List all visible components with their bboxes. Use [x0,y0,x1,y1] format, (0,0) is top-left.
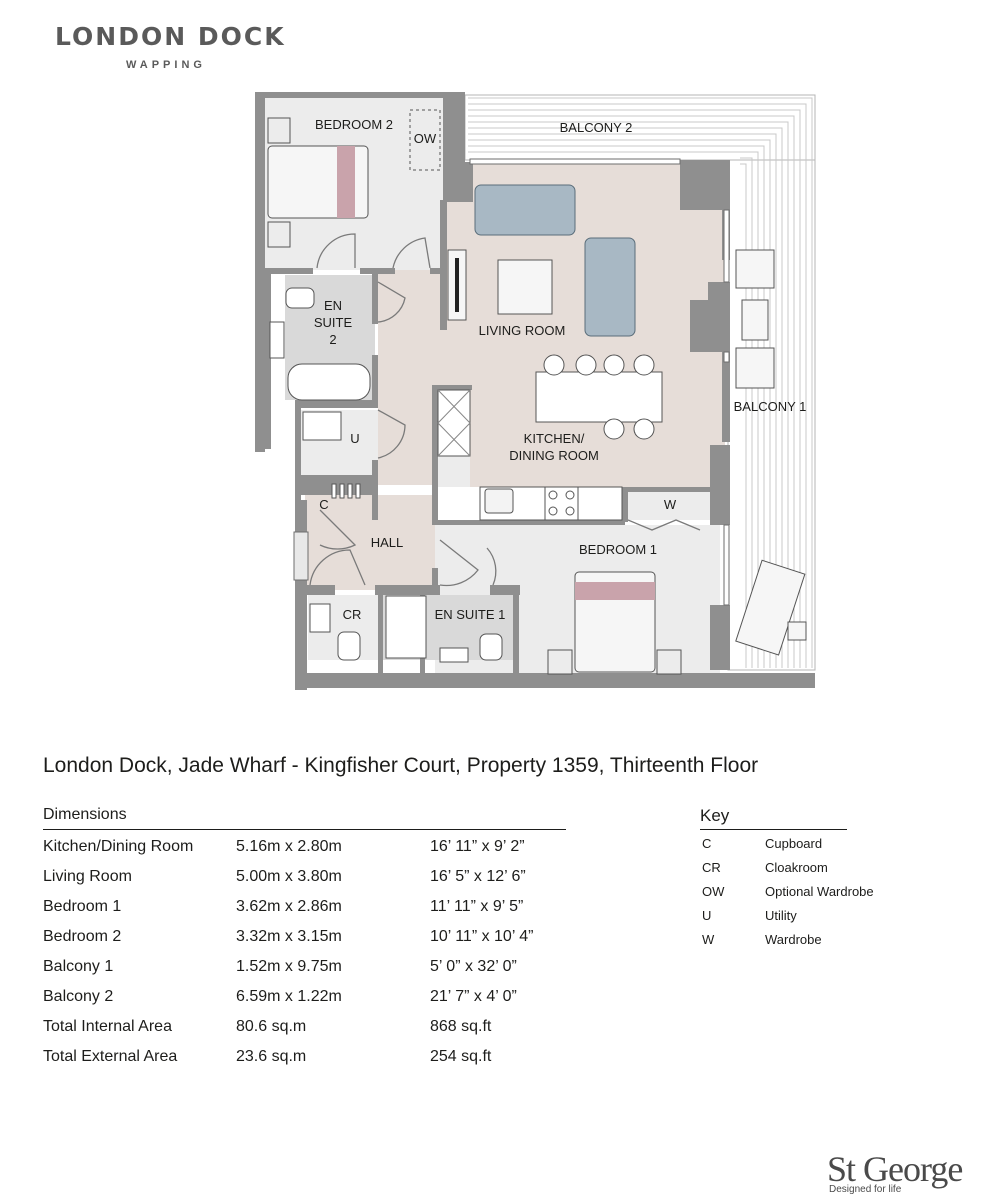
dimension-metric: 3.32m x 3.15m [236,928,342,945]
st-george-logo: St George [827,1149,963,1189]
key-label: Wardrobe [765,932,822,947]
dimension-metric: 3.62m x 2.86m [236,898,342,915]
dimension-imperial: 21’ 7” x 4’ 0” [430,988,517,1005]
label-en-suite-1: EN SUITE 1 [435,607,506,622]
key-label: Optional Wardrobe [765,884,874,899]
label-kitchen-line1: KITCHEN/ [524,431,585,446]
label-cupboard: C [319,497,328,512]
dimension-room: Bedroom 1 [43,898,122,915]
dimension-room: Kitchen/Dining Room [43,838,194,855]
key-code: C [702,836,712,851]
dimension-imperial: 5’ 0” x 32’ 0” [430,958,517,975]
label-optional-wardrobe: OW [414,131,437,146]
label-cloakroom: CR [343,607,362,622]
label-bedroom-2: BEDROOM 2 [315,117,393,132]
key-divider [700,829,847,830]
brand-name: LONDON DOCK [55,22,286,51]
label-hall: HALL [371,535,404,550]
key-label: Cloakroom [765,860,828,875]
dimension-room: Total External Area [43,1048,178,1065]
label-wardrobe: W [664,497,677,512]
key-code: CR [702,860,721,875]
key-code: W [702,932,715,947]
dimension-imperial: 16’ 5” x 12’ 6” [430,868,526,885]
property-title: London Dock, Jade Wharf - Kingfisher Cou… [43,754,759,777]
dimension-imperial: 868 sq.ft [430,1018,492,1035]
dimension-imperial: 11’ 11” x 9’ 5” [430,898,524,915]
key-label: Utility [765,908,797,923]
key-label: Cupboard [765,836,823,851]
furniture [267,109,807,675]
floor-plan: BEDROOM 2 OW BALCONY 2 EN SUITE 2 LIVING… [255,92,816,690]
windows [293,158,730,606]
label-kitchen-line2: DINING ROOM [509,448,599,463]
key-code: U [702,908,712,923]
room-labels: BEDROOM 2 OW BALCONY 2 EN SUITE 2 LIVING… [314,117,807,622]
label-living-room: LIVING ROOM [479,323,566,338]
dimension-metric: 23.6 sq.m [236,1048,307,1065]
dimension-imperial: 254 sq.ft [430,1048,492,1065]
dimensions-heading: Dimensions [43,806,127,823]
dimension-metric: 80.6 sq.m [236,1018,307,1035]
label-bedroom-1: BEDROOM 1 [579,542,657,557]
dimension-room: Living Room [43,868,132,885]
dimension-metric: 6.59m x 1.22m [236,988,342,1005]
brand-subtitle: WAPPING [126,59,206,71]
label-en-suite-2-line2: SUITE [314,315,353,330]
logo-tagline: Designed for life [829,1184,902,1195]
dimension-room: Total Internal Area [43,1018,172,1035]
label-en-suite-2-line1: EN [324,298,342,313]
dimension-room: Bedroom 2 [43,928,122,945]
dimension-metric: 1.52m x 9.75m [236,958,342,975]
key-heading: Key [700,806,730,825]
key-code: OW [702,884,725,899]
doors [309,233,701,587]
label-utility: U [350,431,359,446]
label-en-suite-2-line3: 2 [329,332,336,347]
dimension-room: Balcony 1 [43,958,114,975]
dimension-room: Balcony 2 [43,988,114,1005]
dimension-imperial: 10’ 11” x 10’ 4” [430,928,534,945]
dimension-metric: 5.00m x 3.80m [236,868,342,885]
label-balcony-2: BALCONY 2 [560,120,633,135]
dimension-imperial: 16’ 11” x 9’ 2” [430,838,525,855]
dimensions-divider [43,829,566,830]
dimension-metric: 5.16m x 2.80m [236,838,342,855]
label-balcony-1: BALCONY 1 [734,399,807,414]
